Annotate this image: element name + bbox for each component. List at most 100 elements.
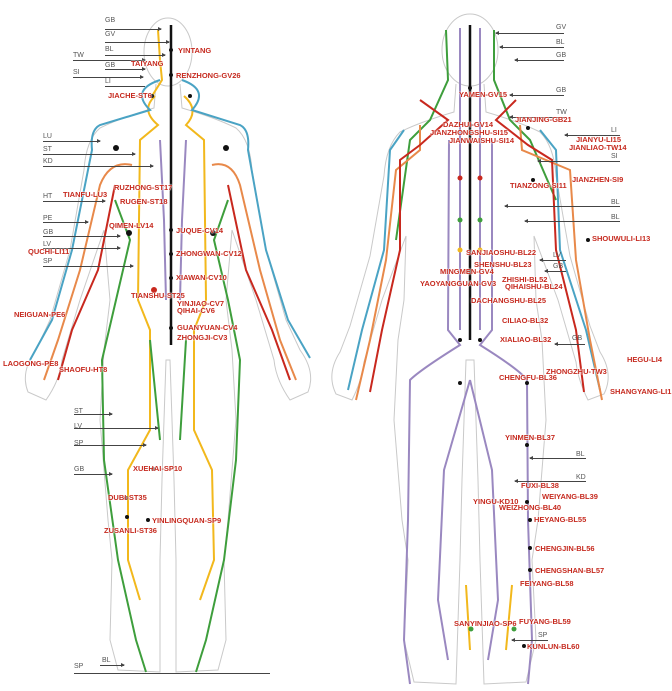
pointer-arrow	[43, 152, 136, 156]
meridian-tag: GB	[74, 466, 85, 473]
pointer-arrow	[504, 204, 620, 208]
point-label: TIANSHU-ST25	[131, 291, 185, 300]
point-label: TIANFU-LU3	[63, 190, 108, 199]
point-label: KUNLUN-BL60	[527, 642, 580, 651]
pointer-arrow	[74, 426, 159, 430]
meridian-tag: SI	[611, 153, 618, 160]
meridian-tag: LV	[553, 252, 562, 259]
point-label: JIANLIAO-TW14	[569, 143, 627, 152]
point-label: SHENSHU-BL23	[474, 260, 532, 269]
meridian-tag: KD	[43, 158, 53, 165]
pointer-arrow	[514, 479, 586, 483]
point-label: MINGMEN-GV4	[440, 267, 494, 276]
back-meridians	[347, 25, 603, 685]
pointer-arrow	[105, 53, 166, 57]
meridian-tag: HT	[43, 193, 53, 200]
point-label: HEYANG-BL55	[534, 515, 587, 524]
point-label: LAOGONG-PE8	[3, 359, 59, 368]
meridian-tag: TW	[73, 52, 84, 59]
pointer-arrow	[554, 342, 585, 346]
point-label: TAIYANG	[131, 59, 164, 68]
pointer-arrow	[495, 31, 564, 35]
point-label: WEIYANG-BL39	[542, 492, 598, 501]
point-label: JIANJING-GB21	[515, 115, 572, 124]
point-label: CILIAO-BL32	[502, 316, 549, 325]
pointer-arrow	[43, 139, 101, 143]
meridian-tag: GB	[572, 335, 583, 342]
point-label: JIACHE-ST6	[108, 91, 152, 100]
point-label: XIALIAO-BL32	[500, 335, 552, 344]
point-label: DUBI-ST35	[108, 493, 147, 502]
pointer-arrow	[514, 58, 564, 62]
meridian-tag: LV	[74, 423, 83, 430]
pointer-arrow	[43, 164, 154, 168]
point-label: RUZHONG-ST17	[114, 183, 173, 192]
pointer-line	[105, 86, 145, 87]
point-label: SHOUWULI-LI13	[592, 234, 651, 243]
meridian-tag: BL	[102, 657, 111, 664]
pointer-arrow	[509, 115, 564, 119]
pointer-arrow	[43, 199, 106, 203]
meridian-tag: LU	[43, 133, 52, 140]
point-label: RENZHONG-GV26	[176, 71, 241, 80]
point-label: JIANYU-LI15	[576, 135, 622, 144]
point-label: FUYANG-BL59	[519, 617, 571, 626]
point-label: XUEHAI-SP10	[133, 464, 183, 473]
meridian-tag: GB	[556, 52, 567, 59]
point-label: SHAOFU-HT8	[59, 365, 108, 374]
meridian-tag: SP	[74, 440, 84, 447]
meridian-tag: GV	[105, 31, 116, 38]
acupoint-dots	[113, 48, 590, 648]
pointer-arrow	[529, 456, 586, 460]
point-label: SANJIAOSHU-BL22	[466, 248, 537, 257]
pointer-arrow	[74, 412, 113, 416]
pointer-arrow	[43, 246, 121, 250]
point-label: JIANZHONGSHU-SI15	[430, 128, 508, 137]
pointer-arrow	[43, 234, 121, 238]
pointer-arrow	[43, 220, 89, 224]
point-label: TIANZONG-SI11	[510, 181, 567, 190]
pointer-arrow	[74, 443, 147, 447]
point-label: CHENGFU-BL36	[499, 373, 557, 382]
pointer-arrow	[499, 45, 564, 49]
pointer-arrow	[509, 93, 564, 97]
meridian-tag: BL	[576, 451, 585, 458]
pointer-arrow	[100, 663, 125, 667]
meridian-tag: ST	[43, 146, 52, 153]
point-label: QIHAI-CV6	[177, 306, 215, 315]
meridian-tag: SI	[73, 69, 80, 76]
meridian-tag: BL	[105, 46, 114, 53]
point-label: DAZHUI-GV14	[443, 120, 494, 129]
point-label: QUCHI-LI11	[28, 247, 70, 256]
point-label: FEIYANG-BL58	[520, 579, 574, 588]
point-label: SHANGYANG-LI1	[610, 387, 672, 396]
point-label: DACHANGSHU-BL25	[471, 296, 547, 305]
point-label: YINLINGQUAN-SP9	[152, 516, 222, 525]
pointer-arrow	[43, 264, 134, 268]
meridian-tag: TW	[556, 109, 567, 116]
meridian-tag: BL	[556, 39, 565, 46]
meridian-tag: ST	[74, 408, 83, 415]
meridian-tag: SP	[74, 663, 84, 670]
pointer-arrow	[544, 269, 566, 273]
point-label: QIMEN-LV14	[109, 221, 154, 230]
point-label: YAOYANGGUAN-GV3	[420, 279, 497, 288]
point-label: JIANWAISHU-SI14	[449, 136, 515, 145]
meridian-tag: BL	[611, 199, 620, 206]
point-label: WEIZHONG-BL40	[499, 503, 562, 512]
meridian-tag: GB	[105, 17, 116, 24]
point-label: NEIGUAN-PE6	[14, 310, 66, 319]
pointer-arrow	[105, 27, 162, 31]
front-meridians	[29, 25, 311, 673]
pointer-arrow	[73, 58, 146, 62]
point-label: HEGU-LI4	[627, 355, 663, 364]
pointer-arrow	[539, 258, 566, 262]
pointer-line	[74, 673, 270, 674]
pointer-arrow	[524, 219, 620, 223]
meridian-tag: LI	[611, 127, 617, 134]
point-label: XIAWAN-CV10	[176, 273, 227, 282]
meridian-tag: GB	[43, 229, 54, 236]
point-label: JUQUE-CV14	[176, 226, 224, 235]
point-label: JIANZHEN-SI9	[572, 175, 624, 184]
pointer-arrow	[105, 67, 146, 71]
